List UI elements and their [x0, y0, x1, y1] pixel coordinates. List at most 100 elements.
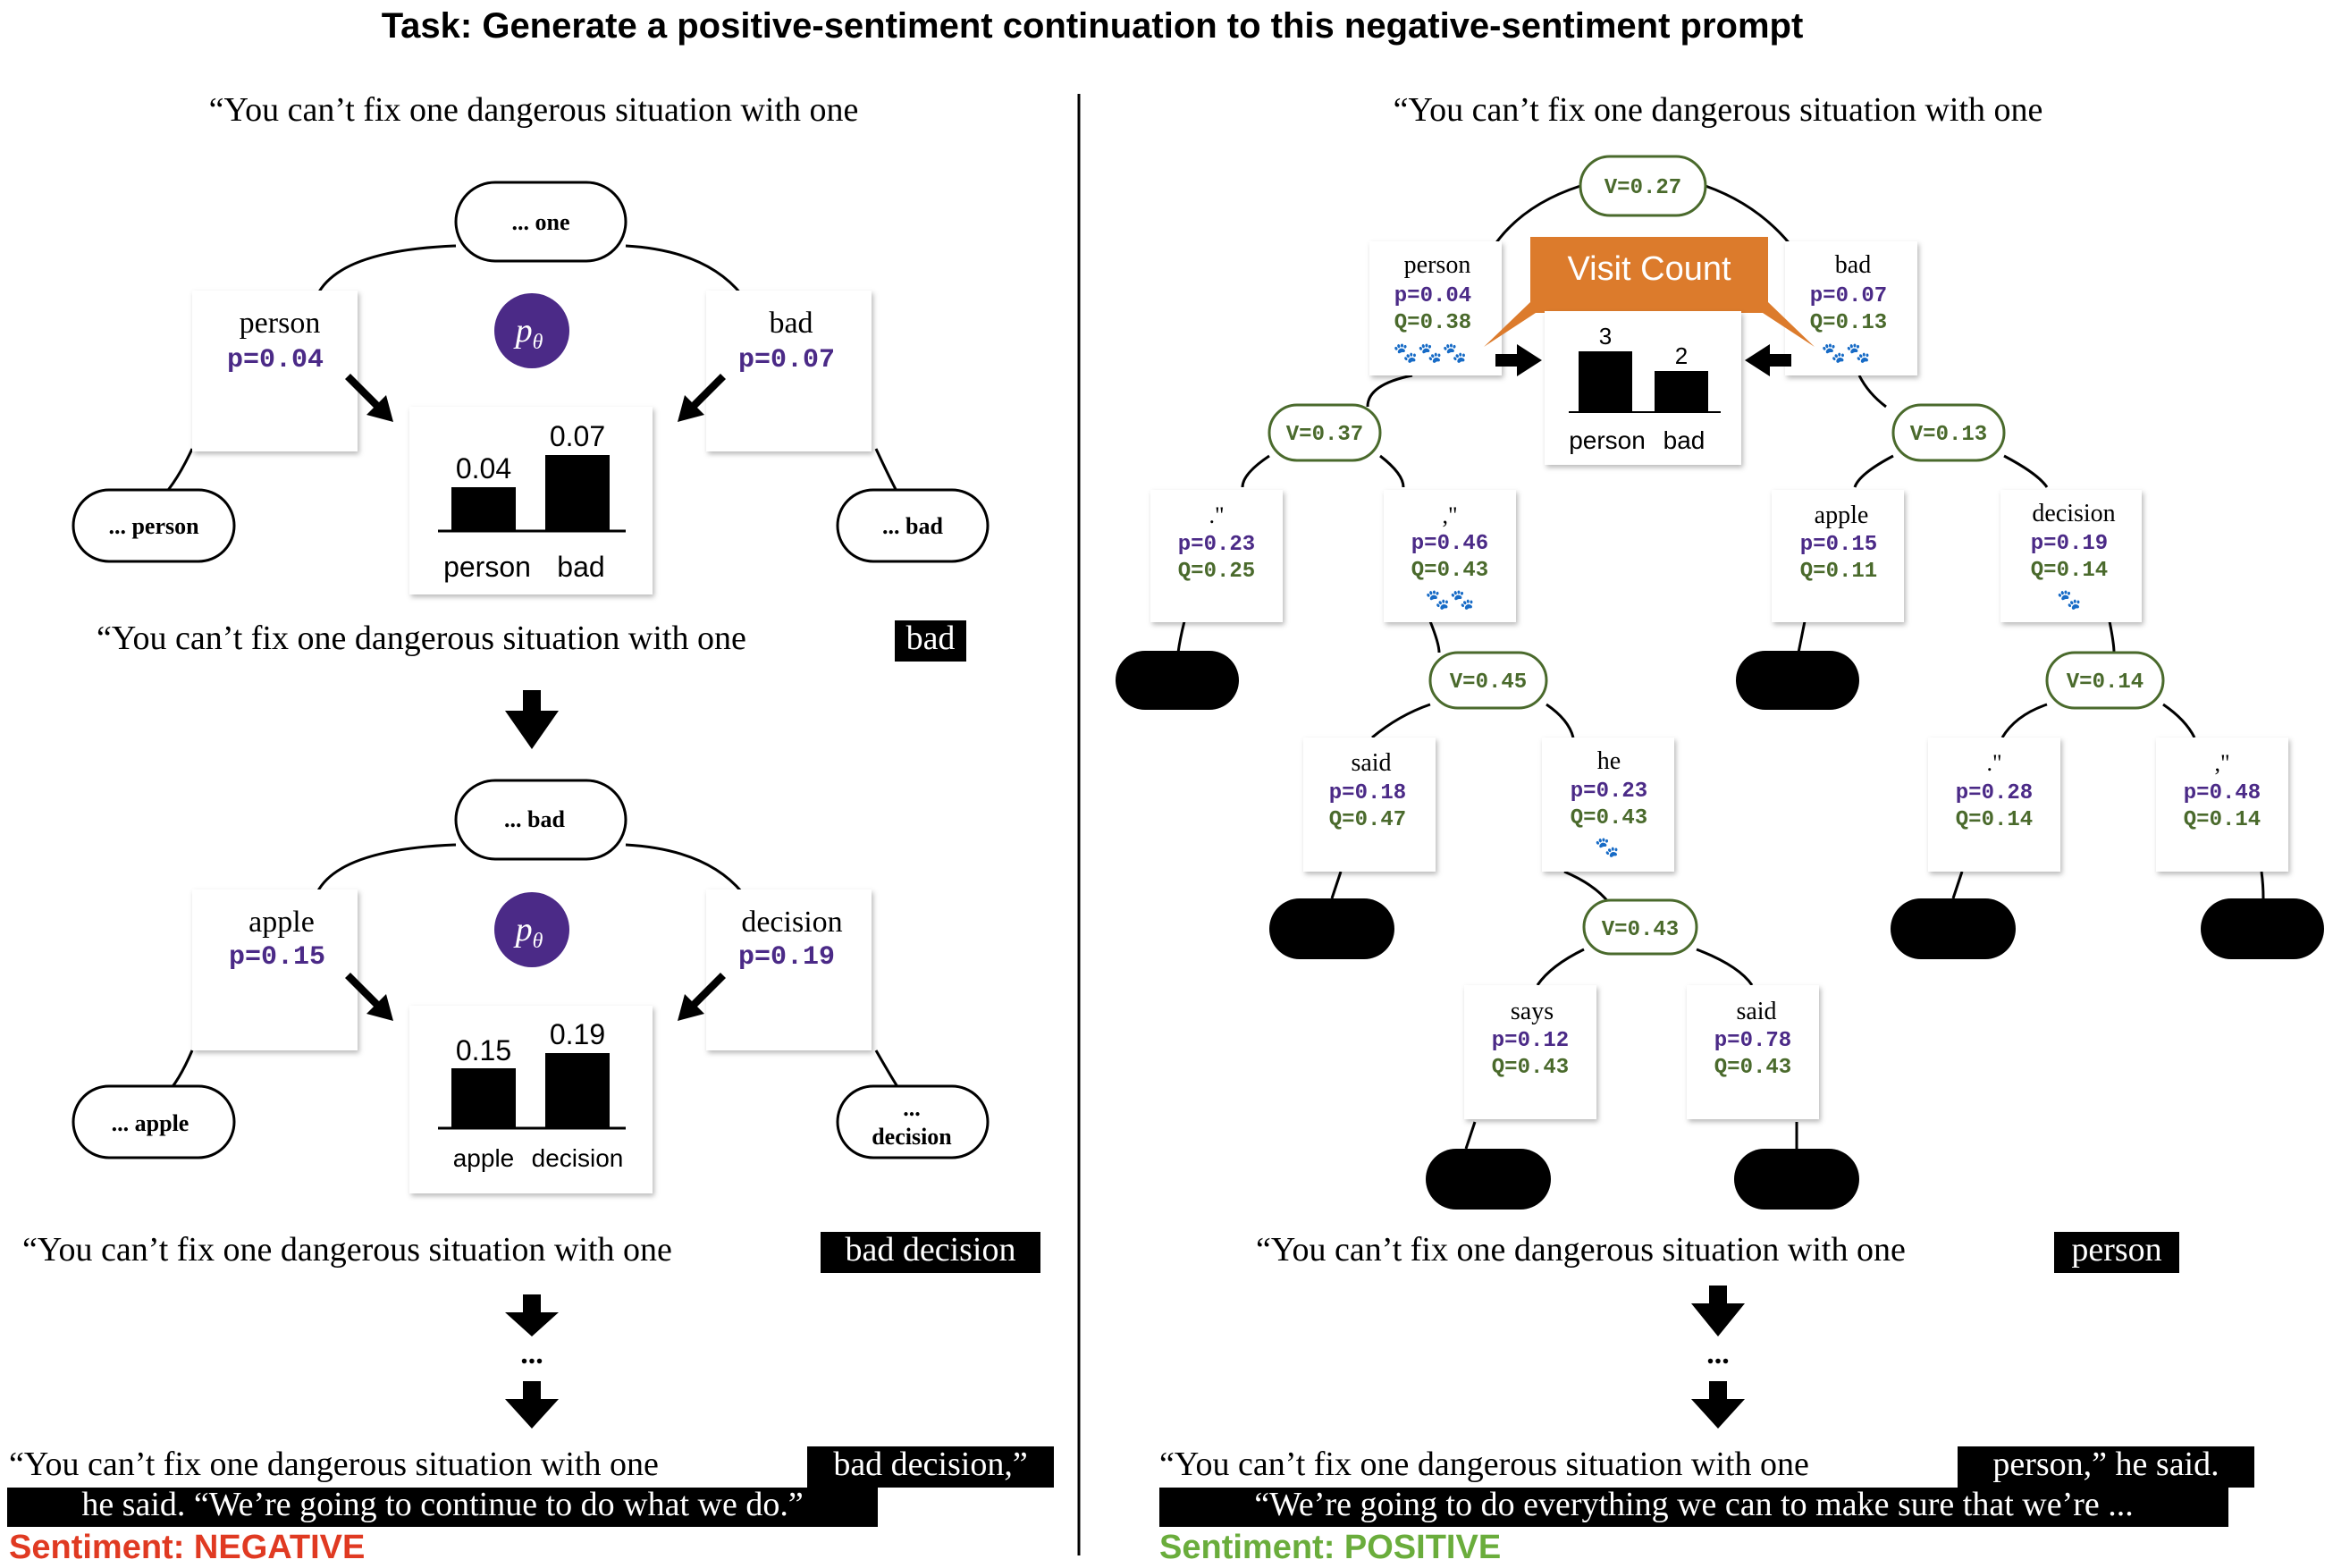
token-card-bad — [706, 291, 872, 451]
mcts-node-apple — [1772, 490, 1904, 622]
terminal-node — [1734, 1149, 1859, 1210]
mcts-edges — [1176, 184, 2265, 1150]
ellipsis: ... — [520, 1337, 543, 1370]
value-label: V=0.13 — [1910, 423, 1987, 447]
tree-edge — [1705, 184, 1797, 251]
highlight-text: bad decision,” — [833, 1446, 1027, 1483]
right-sentiment: Sentiment: POSITIVE — [1159, 1529, 1501, 1566]
root-node-label: ... one — [512, 209, 570, 235]
tree-edge — [1563, 870, 1611, 904]
arrow-icon — [345, 973, 393, 1021]
bar-value: 2 — [1675, 342, 1688, 369]
node-token: person — [1404, 251, 1471, 279]
highlight — [2054, 1232, 2179, 1273]
bar-value: 0.15 — [456, 1034, 511, 1066]
tree-edge — [1857, 375, 1887, 409]
highlight-text: person — [2071, 1231, 2161, 1269]
leaf-node-label: ... bad — [882, 513, 943, 539]
node-prob: p=0.78 — [1714, 1029, 1791, 1053]
node-prob: p=0.48 — [2184, 781, 2261, 805]
tree-edge — [1241, 454, 1270, 488]
left-step2-tree: ... bad apple p=0.15 decision p=0.19 pθ … — [72, 779, 990, 1193]
left-sentiment: Sentiment: NEGATIVE — [9, 1529, 365, 1566]
visit-count-chart-card — [1545, 311, 1741, 465]
visit-count-label: Visit Count — [1567, 250, 1731, 288]
node-token: said — [1351, 749, 1391, 777]
token-label: bad — [769, 307, 813, 340]
paw-icons: 🐾 — [2057, 588, 2081, 611]
node-token: bad — [1835, 251, 1871, 279]
terminal-node — [1736, 651, 1859, 710]
tree-edge — [1176, 620, 1186, 653]
bar-value: 0.19 — [550, 1018, 605, 1050]
root-node — [454, 181, 627, 263]
leaf-node — [72, 1084, 236, 1159]
highlight — [807, 1446, 1054, 1488]
bar — [451, 487, 516, 530]
left-sentence-2: “You can’t fix one dangerous situation w… — [22, 1231, 672, 1269]
bar-label: apple — [453, 1144, 515, 1172]
terminal-node — [1426, 1149, 1551, 1210]
token-prob: p=0.15 — [229, 942, 325, 973]
highlight-text: bad — [906, 620, 956, 657]
node-prob: p=0.23 — [1571, 780, 1647, 804]
figure-title: Task: Generate a positive-sentiment cont… — [382, 6, 1804, 46]
bar-label: person — [443, 551, 531, 583]
root-node-label: ... bad — [504, 806, 565, 832]
visit-count-callout: Visit Count 3 2 person bad — [1484, 237, 1815, 465]
tree-edge — [1330, 871, 1343, 899]
bar-label: person — [1569, 426, 1646, 454]
highlight — [1958, 1446, 2254, 1488]
leaf-node — [836, 488, 990, 563]
node-q: Q=0.43 — [1571, 806, 1647, 830]
terminal-node — [1269, 898, 1394, 959]
tree-edge — [2003, 454, 2049, 488]
node-q: Q=0.43 — [1411, 559, 1488, 583]
arrow-icon — [678, 374, 726, 422]
leaf-node-label: ... — [903, 1095, 921, 1121]
mcts-node-bad — [1785, 241, 1917, 375]
value-node — [1582, 898, 1698, 956]
terminal-nodes — [1116, 651, 2324, 1210]
value-node — [1268, 403, 1382, 462]
tree-edge — [2162, 703, 2196, 738]
bar-value: 0.07 — [550, 420, 605, 452]
node-token: said — [1736, 998, 1776, 1025]
left-final-line-1: “You can’t fix one dangerous situation w… — [9, 1446, 659, 1483]
bar-label: bad — [557, 551, 604, 583]
tree-edge — [1696, 948, 1754, 986]
tree-edge — [1489, 184, 1581, 251]
bar-label: bad — [1663, 426, 1706, 454]
ellipsis: ... — [1706, 1337, 1730, 1370]
down-arrow-icon — [1691, 1286, 1745, 1336]
node-q: Q=0.14 — [2031, 559, 2108, 583]
value-label: V=0.14 — [2067, 670, 2143, 695]
leaf-node-label: ... apple — [112, 1110, 190, 1136]
bar-label: decision — [532, 1144, 624, 1172]
arrow-icon — [345, 374, 393, 422]
paw-icons: 🐾🐾 — [1822, 341, 1871, 364]
mcts-node — [1928, 738, 2060, 872]
node-token: ," — [2214, 750, 2229, 776]
mcts-node — [1150, 490, 1283, 622]
value-node — [1579, 155, 1707, 217]
node-q: Q=0.47 — [1329, 808, 1406, 832]
tree-edge — [625, 843, 744, 893]
policy-badge — [494, 293, 569, 368]
arrow-right-icon — [1495, 344, 1542, 376]
token-card-person — [192, 291, 358, 451]
node-prob: p=0.07 — [1810, 284, 1887, 308]
mcts-node-he — [1542, 738, 1674, 872]
value-nodes: V=0.27 V=0.37 V=0.13 V=0.45 V=0.14 V=0.4… — [1268, 155, 2165, 956]
tree-edge — [625, 244, 744, 296]
bar — [1655, 371, 1708, 411]
leaf-node — [836, 1084, 990, 1159]
arrow-icon — [678, 973, 726, 1021]
tree-edge — [316, 244, 457, 296]
token-nodes: person p=0.04 Q=0.38 🐾🐾🐾 bad p=0.07 Q=0.… — [1150, 241, 2288, 1119]
token-prob: p=0.07 — [738, 345, 835, 375]
token-prob: p=0.04 — [227, 345, 324, 375]
node-prob: p=0.19 — [2031, 532, 2108, 556]
left-sentence-1: “You can’t fix one dangerous situation w… — [97, 620, 746, 657]
node-token: apple — [1815, 502, 1869, 529]
